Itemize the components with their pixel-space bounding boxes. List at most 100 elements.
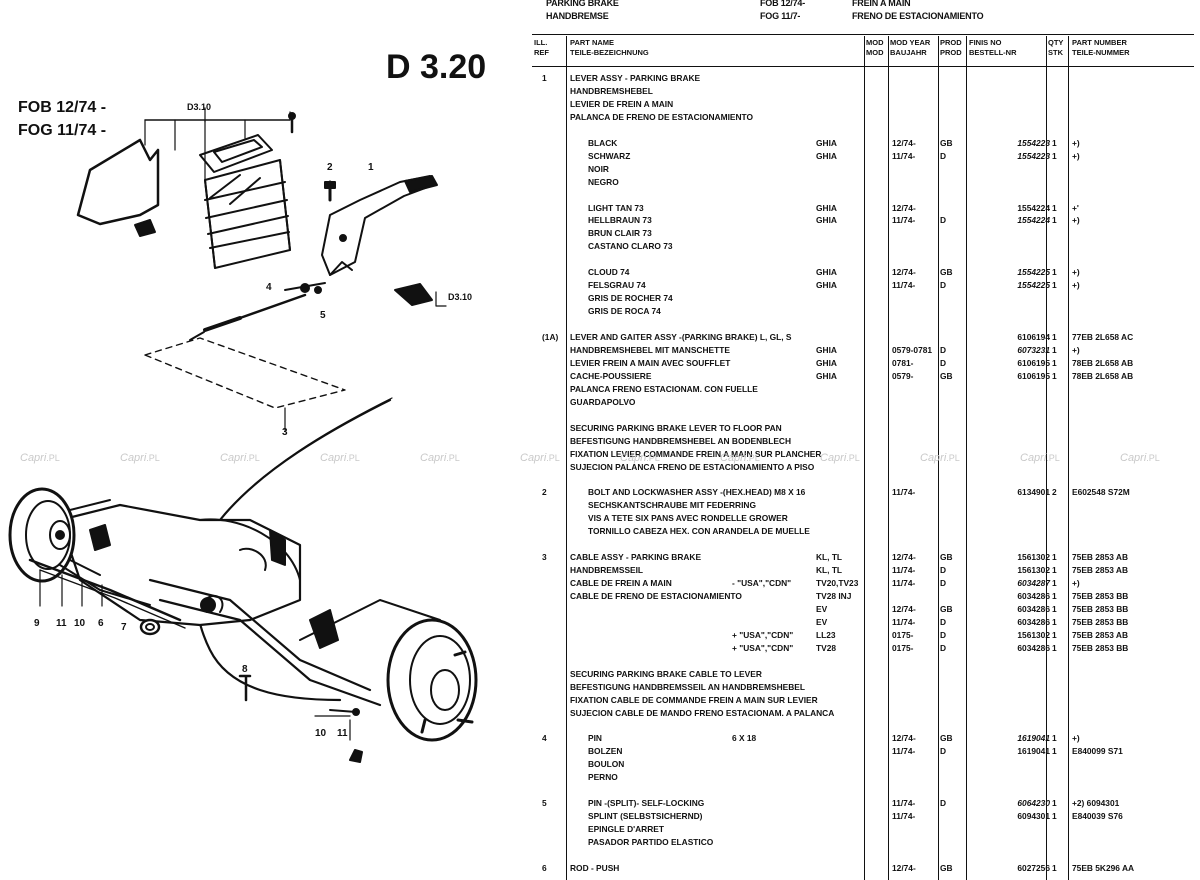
part-number: 75EB 5K296 AA bbox=[1072, 862, 1135, 873]
finis-no: 6134901 bbox=[1017, 487, 1050, 498]
mod-year: 0579-0781 bbox=[892, 344, 933, 355]
part-name-indented: GRIS DE ROCA 74 bbox=[588, 306, 661, 317]
part-note: + "USA","CDN" bbox=[732, 629, 794, 640]
prod: D bbox=[940, 565, 947, 576]
part-number: E840039 S76 bbox=[1072, 811, 1123, 822]
part-name: ROD - PUSH bbox=[570, 862, 620, 873]
fog-label: FOG 11/74 - bbox=[18, 122, 106, 139]
part-name: HANDBREMSHEBEL bbox=[570, 85, 653, 96]
part-number: 75EB 2853 BB bbox=[1072, 642, 1129, 653]
mod: TV28 bbox=[816, 642, 837, 653]
qty: 1 bbox=[1052, 215, 1057, 226]
mod-year: 12/74- bbox=[892, 137, 916, 148]
mod: LL23 bbox=[816, 629, 836, 640]
mod-year: 12/74- bbox=[892, 267, 916, 278]
callout-7: 7 bbox=[121, 622, 127, 633]
part-number: 75EB 2853 AB bbox=[1072, 565, 1129, 576]
table-row bbox=[532, 849, 1194, 862]
mod: GHIA bbox=[816, 150, 837, 161]
table-row: PALANCA DE FRENO DE ESTACIONAMIENTO bbox=[532, 111, 1194, 124]
watermark: Capri.PL bbox=[20, 452, 60, 464]
part-number: 75EB 2853 AB bbox=[1072, 552, 1129, 563]
mod: TV28 INJ bbox=[816, 591, 852, 601]
part-name-indented: EPINGLE D'ARRET bbox=[588, 824, 664, 835]
watermark-suffix: .PL bbox=[746, 453, 760, 463]
qty: 2 bbox=[1052, 487, 1057, 498]
finis-no: 6034287 bbox=[1017, 578, 1050, 589]
exploded-diagram: D 3.20 FOB 12/74 - FOG 11/74 - D3.10 D3.… bbox=[8, 48, 486, 763]
qty: 1 bbox=[1052, 565, 1057, 576]
finis-no: 1619041 bbox=[1017, 733, 1050, 744]
qty: 1 bbox=[1052, 629, 1057, 640]
header-title-en: PARKING BRAKE bbox=[546, 0, 619, 8]
watermark: Capri.PL bbox=[320, 452, 360, 464]
part-name-indented: BOLZEN bbox=[588, 746, 623, 757]
part-name-indented: PIN bbox=[588, 733, 602, 744]
prod: GB bbox=[940, 552, 953, 563]
watermark: Capri.PL bbox=[920, 452, 960, 464]
prod: D bbox=[940, 578, 947, 589]
finis-no: 6106194 bbox=[1017, 332, 1050, 342]
part-name-indented: HELLBRAUN 73 bbox=[588, 215, 652, 226]
part-name: BEFESTIGUNG HANDBREMSHEBEL AN BODENBLECH bbox=[570, 435, 792, 446]
prod: GB bbox=[940, 370, 953, 381]
table-row: PALANCA FRENO ESTACIONAM. CON FUELLE bbox=[532, 383, 1194, 396]
watermark-text: Capri bbox=[1120, 452, 1147, 464]
header-title-de: HANDBREMSE bbox=[546, 11, 609, 21]
part-note: + "USA","CDN" bbox=[732, 642, 794, 653]
finis-no: 6027256 bbox=[1017, 862, 1050, 873]
ill-ref: (1A) bbox=[542, 332, 559, 342]
watermark-suffix: .PL bbox=[146, 453, 160, 463]
qty: 1 bbox=[1052, 332, 1057, 342]
finis-no: 1554224 bbox=[1017, 202, 1050, 213]
watermark-text: Capri bbox=[920, 452, 947, 464]
qty: 1 bbox=[1052, 603, 1057, 614]
part-number: 75EB 2853 BB bbox=[1072, 603, 1129, 614]
qty: 1 bbox=[1052, 202, 1057, 213]
mod-year: 11/74- bbox=[892, 616, 916, 627]
part-name: CABLE DE FREIN A MAIN bbox=[570, 578, 672, 589]
ref-d310-right: D3.10 bbox=[448, 292, 472, 302]
finis-no: 1561302 bbox=[1017, 552, 1050, 563]
prod: D bbox=[940, 280, 947, 291]
prod: D bbox=[940, 629, 947, 640]
part-note: - "USA","CDN" bbox=[732, 578, 792, 589]
part-number: 75EB 2853 BB bbox=[1072, 591, 1129, 601]
finis-no: 1561302 bbox=[1017, 629, 1050, 640]
part-name: HANDBREMSHEBEL MIT MANSCHETTE bbox=[570, 344, 730, 355]
table-row: SECHSKANTSCHRAUBE MIT FEDERRING bbox=[532, 499, 1194, 512]
table-row: NOIR bbox=[532, 163, 1194, 176]
mod: GHIA bbox=[816, 357, 837, 368]
mod-year: 0175- bbox=[892, 642, 914, 653]
table-row: BEFESTIGUNG HANDBREMSHEBEL AN BODENBLECH bbox=[532, 435, 1194, 448]
mod: KL, TL bbox=[816, 552, 843, 563]
qty: 1 bbox=[1052, 578, 1057, 589]
mod-year: 12/74- bbox=[892, 862, 916, 873]
prod: D bbox=[940, 616, 947, 627]
ill-ref: 3 bbox=[542, 552, 547, 563]
watermark: Capri.PL bbox=[1120, 452, 1160, 464]
part-name: SUJECION CABLE DE MANDO FRENO ESTACIONAM… bbox=[570, 707, 835, 718]
prod: GB bbox=[940, 733, 953, 744]
qty: 1 bbox=[1052, 150, 1057, 161]
watermark: Capri.PL bbox=[720, 452, 760, 464]
callout-5: 5 bbox=[320, 310, 326, 321]
part-name: SECURING PARKING BRAKE LEVER TO FLOOR PA… bbox=[570, 422, 782, 433]
part-name: HANDBREMSSEIL bbox=[570, 565, 644, 576]
watermark: Capri.PL bbox=[620, 452, 660, 464]
finis-no: 1554225 bbox=[1017, 280, 1050, 291]
watermark-suffix: .PL bbox=[846, 453, 860, 463]
part-name-indented: NOIR bbox=[588, 163, 609, 174]
finis-no: 1554223 bbox=[1017, 137, 1050, 148]
